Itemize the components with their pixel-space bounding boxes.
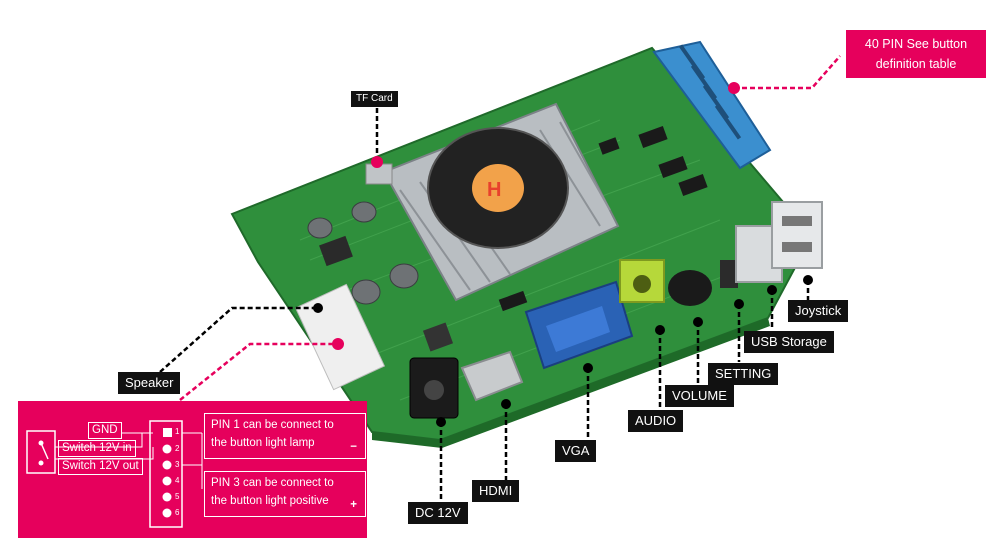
pin3-note: PIN 3 can be connect to the button light… (204, 471, 366, 517)
capacitors (307, 201, 419, 305)
pin-number-2: 2 (175, 444, 180, 453)
forty-pin-holes (678, 44, 742, 140)
pin3-note-line1: PIN 3 can be connect to (211, 477, 334, 489)
pin1-note-line2: the button light lamp (211, 437, 315, 449)
setting-button (720, 260, 738, 288)
forty-pin-line1: 40 PIN See button (864, 37, 968, 51)
svg-text:H: H (487, 179, 501, 201)
usb-storage-label: USB Storage (744, 331, 834, 353)
ic-chips (498, 125, 708, 312)
pin-definition-panel: GND Switch 12V in Switch 12V out 1 2 3 4… (18, 401, 367, 538)
tf-card-dot (371, 156, 383, 168)
inductor (422, 322, 454, 352)
gnd-label: GND (88, 422, 122, 439)
switch-in-label: Switch 12V in (58, 440, 136, 457)
pin-number-3: 3 (175, 460, 180, 469)
fan-hub (472, 164, 524, 212)
pin1-note-line1: PIN 1 can be connect to (211, 419, 334, 431)
pin1-note: PIN 1 can be connect to the button light… (204, 413, 366, 459)
usb-port-2 (771, 201, 823, 269)
leader-dots (313, 275, 813, 427)
hdmi-port (460, 350, 524, 402)
pin-panel-drawing (26, 420, 203, 528)
pin-number-6: 6 (175, 508, 180, 517)
pin-number-4: 4 (175, 476, 180, 485)
audio-label: AUDIO (628, 410, 684, 432)
tf-card-label: TF Card (351, 91, 398, 107)
regulator (319, 235, 353, 267)
plus-symbol: + (350, 499, 357, 511)
vga-label: VGA (555, 440, 597, 462)
hdmi-label: HDMI (472, 480, 520, 502)
pin3-note-line2: the button light positive (211, 495, 329, 507)
pin-number-1: 1 (175, 427, 180, 436)
forty-pin-line2: definition table (875, 57, 957, 71)
leader-lines (159, 55, 841, 500)
pin-number-5: 5 (175, 492, 180, 501)
audio-jack (619, 259, 665, 303)
forty-pin-dot (728, 82, 740, 94)
forty-pin-callout: 40 PIN See button definition table (846, 30, 986, 78)
volume-label: VOLUME (665, 385, 734, 407)
switch-out-label: Switch 12V out (58, 458, 143, 475)
volume-knob (668, 270, 712, 306)
speaker-pin-dot (332, 338, 344, 350)
dc12v-label: DC 12V (408, 502, 468, 524)
minus-symbol: − (350, 441, 357, 453)
setting-label: SETTING (708, 363, 779, 385)
speaker-label: Speaker (118, 372, 181, 394)
joystick-label: Joystick (788, 300, 849, 322)
forty-pin-header (652, 40, 772, 170)
